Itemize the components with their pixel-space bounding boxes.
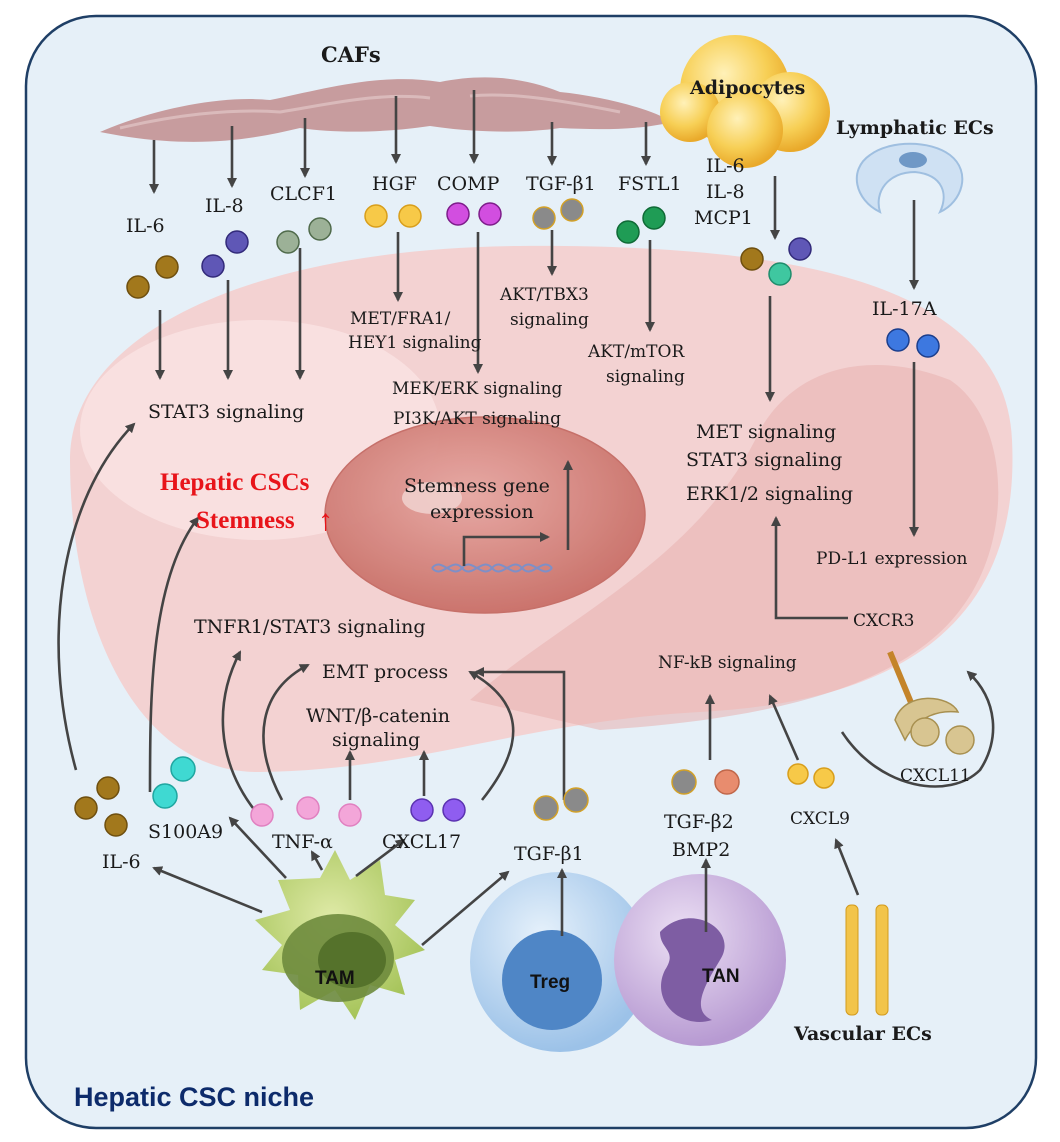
cell-inner-shade — [470, 364, 999, 730]
caf-hgf-label: HGF — [372, 173, 417, 195]
tnfr1-label: TNFR1/STAT3 signaling — [194, 616, 426, 638]
caf-tgfb1-label: TGF-β1 — [526, 173, 596, 195]
cxcl11-label: CXCL11 — [900, 766, 971, 786]
bottom-il6-label: IL-6 — [102, 851, 141, 873]
nucleolus — [402, 482, 462, 514]
hepatic-cscs-title: Hepatic CSCs — [160, 469, 310, 496]
s100a9-label: S100A9 — [148, 821, 223, 843]
tam-label: TAM — [315, 968, 355, 989]
nucleus-label-2: expression — [430, 501, 534, 523]
adipo-factor-1: IL-6 — [706, 155, 745, 177]
caf-il6-label: IL-6 — [126, 215, 165, 237]
akt-mtor-label-2: signaling — [606, 367, 685, 387]
stat3-signaling-b-label: STAT3 signaling — [686, 449, 842, 471]
dna-helix-icon — [431, 563, 553, 573]
cxcr3-label: CXCR3 — [853, 611, 914, 631]
niche-label: Hepatic CSC niche — [74, 1082, 314, 1112]
nfkb-label: NF-kB signaling — [658, 653, 797, 673]
caf-cells-icon — [100, 77, 672, 142]
erk12-signaling-label: ERK1/2 signaling — [686, 483, 853, 505]
ligand-dots — [74, 198, 975, 837]
treg-label: Treg — [530, 972, 570, 993]
adipo-factor-3: MCP1 — [694, 207, 753, 229]
pi3k-akt-label: PI3K/AKT signaling — [393, 409, 561, 429]
il17a-label: IL-17A — [872, 298, 937, 320]
stemness-title: Stemness — [196, 507, 295, 534]
tan-label: TAN — [702, 966, 740, 987]
cxcl9-label: CXCL9 — [790, 809, 850, 829]
tnfa-label: TNF-α — [272, 831, 333, 853]
caf-il8-label: IL-8 — [205, 195, 244, 217]
tam-cell-icon — [255, 850, 425, 1020]
caf-fstl1-label: FSTL1 — [618, 173, 682, 195]
treg-cell-icon — [470, 872, 650, 1052]
tan-cell-icon — [614, 874, 786, 1046]
pdl1-expression-label: PD-L1 expression — [816, 549, 967, 569]
caf-comp-label: COMP — [437, 173, 500, 195]
stat3-signaling-label: STAT3 signaling — [148, 401, 304, 423]
cafs-label: CAFs — [321, 42, 381, 67]
tgfb2-label: TGF-β2 — [664, 811, 734, 833]
met-fra1-label-2: HEY1 signaling — [348, 333, 482, 353]
caf-clcf1-label: CLCF1 — [270, 183, 337, 205]
wnt-label-1: WNT/β-catenin — [306, 705, 450, 727]
bmp2-label: BMP2 — [672, 839, 730, 861]
mek-erk-label: MEK/ERK signaling — [392, 379, 563, 399]
lymphatic-ec-icon — [855, 142, 964, 215]
nucleus-label-1: Stemness gene — [404, 475, 550, 497]
wnt-label-2: signaling — [332, 729, 420, 751]
emt-label: EMT process — [322, 661, 448, 683]
stemness-up-arrow: ↑ — [318, 504, 333, 537]
akt-tbx3-label-2: signaling — [510, 310, 589, 330]
labels: CAFs Adipocytes Lymphatic ECs IL-6 IL-8 … — [74, 42, 994, 1112]
adipocytes-label: Adipocytes — [689, 77, 805, 99]
akt-mtor-label-1: AKT/mTOR — [587, 342, 685, 362]
akt-tbx3-label-1: AKT/TBX3 — [499, 285, 589, 305]
cxcl17-label: CXCL17 — [382, 831, 461, 853]
met-fra1-label-1: MET/FRA1/ — [350, 309, 451, 329]
treg-tgfb1-label: TGF-β1 — [514, 843, 584, 865]
vascular-ecs-label: Vascular ECs — [793, 1023, 932, 1045]
arrows — [57, 90, 995, 946]
met-signaling-label: MET signaling — [696, 421, 836, 443]
adipocytes-icon — [660, 35, 830, 168]
lymphatic-ecs-label: Lymphatic ECs — [836, 117, 994, 139]
vascular-ecs-icon — [845, 904, 889, 1016]
adipo-factor-2: IL-8 — [706, 181, 745, 203]
